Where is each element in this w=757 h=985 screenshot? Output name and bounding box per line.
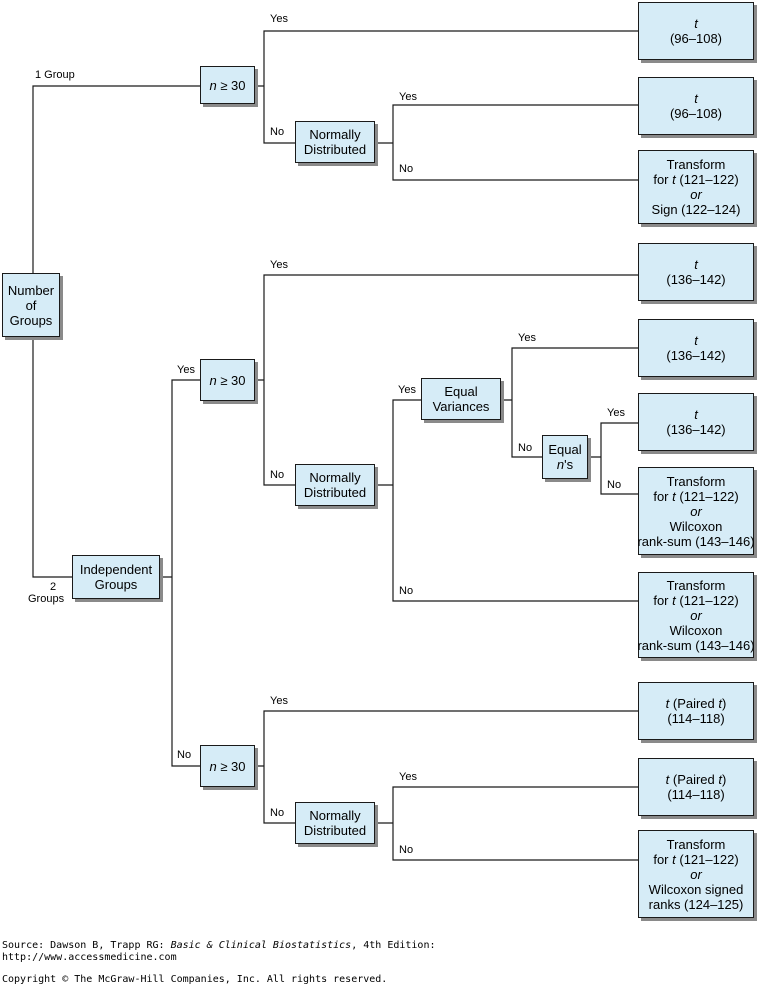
connector-top-normal [374, 104, 639, 181]
normally-distributed-node-bottom: Normally Distributed [295, 802, 375, 844]
branch-label-yes: Yes [607, 407, 625, 419]
branch-label-no: No [399, 844, 414, 856]
result-box-2: t (96–108) [638, 77, 754, 135]
equal-variances-node: Equal Variances [421, 378, 501, 420]
n-ge-30-node-mid: n ≥ 30 [200, 359, 255, 401]
branch-label-no: No [399, 163, 414, 175]
branch-label-no: No [270, 469, 285, 481]
connector-mid-normal [374, 399, 639, 602]
result-box-9: t (Paired t) (114–118) [638, 682, 754, 740]
branch-label-yes: Yes [270, 695, 288, 707]
result-box-8: Transform for t (121–122) or Wilcoxon ra… [637, 572, 755, 658]
connector-independent [159, 379, 201, 767]
source-citation: Source: Dawson B, Trapp RG: Basic & Clin… [2, 940, 436, 951]
n-ge-30-node-top: n ≥ 30 [200, 66, 255, 104]
result-box-11: Transform for t (121–122) or Wilcoxon si… [638, 830, 754, 918]
connector-mid-n30 [254, 274, 639, 486]
result-box-5: t (136–142) [638, 319, 754, 377]
branch-label-two-groups: 2 Groups [28, 581, 65, 605]
connector-bottom-n30 [254, 710, 639, 824]
branch-label-no: No [270, 126, 285, 138]
connector-top-n30 [254, 30, 639, 144]
branch-label-no: No [399, 585, 414, 597]
normally-distributed-node-top: Normally Distributed [295, 121, 375, 163]
result-box-6: t (136–142) [638, 393, 754, 451]
branch-label-no: No [518, 442, 533, 454]
connector-bottom-normal [374, 786, 639, 861]
normally-distributed-node-mid: Normally Distributed [295, 464, 375, 506]
result-box-4: t (136–142) [638, 243, 754, 301]
source-url-link[interactable]: http://www.accessmedicine.com [2, 952, 177, 963]
result-box-1: t (96–108) [638, 2, 754, 60]
branch-label-yes: Yes [518, 332, 536, 344]
branch-label-yes: Yes [399, 91, 417, 103]
branch-label-no: No [177, 749, 192, 761]
branch-label-yes: Yes [270, 13, 288, 25]
independent-groups-node: Independent Groups [72, 555, 160, 599]
connector-equal-ns [587, 422, 639, 495]
connector-equal-var [500, 347, 639, 458]
number-of-groups-node: Number of Groups [2, 273, 60, 337]
branch-label-yes: Yes [177, 364, 195, 376]
result-box-10: t (Paired t) (114–118) [638, 758, 754, 816]
copyright-notice: Copyright © The McGraw-Hill Companies, I… [2, 974, 388, 985]
branch-label-no: No [607, 479, 622, 491]
branch-label-yes: Yes [398, 384, 416, 396]
connector-root [32, 85, 201, 578]
equal-ns-node: Equal n's [542, 435, 588, 479]
n-ge-30-node-bottom: n ≥ 30 [200, 745, 255, 787]
branch-label-no: No [270, 807, 285, 819]
branch-label-yes: Yes [270, 259, 288, 271]
branch-label-one-group: 1 Group [35, 69, 75, 81]
result-box-7: Transform for t (121–122) or Wilcoxon ra… [637, 467, 755, 555]
result-box-3: Transform for t (121–122) or Sign (122–1… [638, 150, 754, 224]
branch-label-yes: Yes [399, 771, 417, 783]
